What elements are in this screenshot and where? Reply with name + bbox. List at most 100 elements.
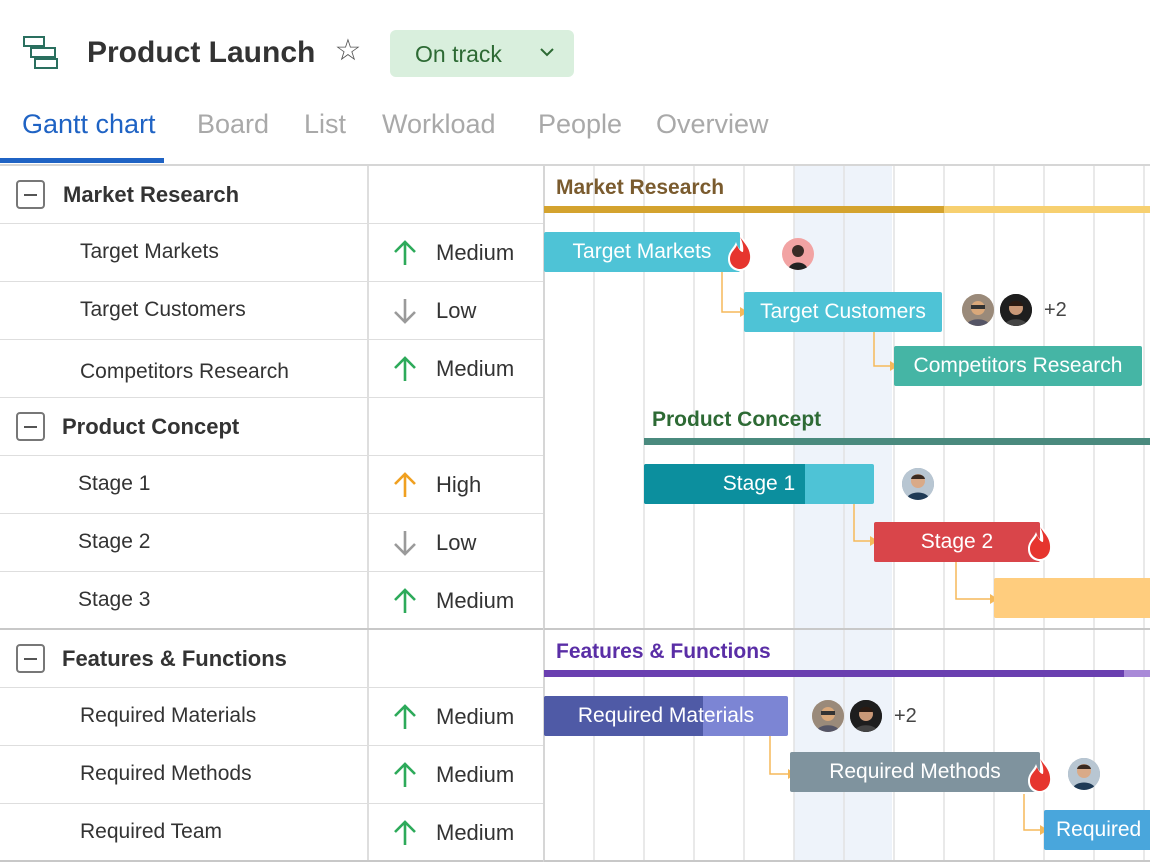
project-title: Product Launch <box>87 36 316 69</box>
column-separator <box>367 688 369 745</box>
grid-divider <box>543 166 545 862</box>
active-tab-indicator <box>0 158 164 163</box>
gantt-app-icon <box>20 34 60 72</box>
collapse-button[interactable] <box>16 644 45 673</box>
bar-label: Competitors Research <box>913 354 1123 377</box>
avatar[interactable] <box>962 294 994 326</box>
avatar[interactable] <box>850 700 882 732</box>
tab-overview[interactable]: Overview <box>656 109 769 139</box>
bar-label: Stage 1 <box>722 472 796 495</box>
favorite-star-icon[interactable]: ☆ <box>334 34 362 67</box>
gantt-bar-required-materials[interactable]: Required Materials <box>544 696 788 736</box>
task-row[interactable]: Required Team Medium <box>0 804 544 862</box>
status-label: On track <box>415 41 502 67</box>
gantt-bar-stage-1[interactable]: Stage 1 <box>644 464 874 504</box>
chevron-down-icon <box>540 48 554 57</box>
task-row[interactable]: Required Methods Medium <box>0 746 544 804</box>
column-separator <box>367 514 369 571</box>
task-name: Stage 3 <box>78 588 151 611</box>
gantt-bar-target-markets[interactable]: Target Markets <box>544 232 740 272</box>
arrow-down-icon <box>394 531 416 556</box>
arrow-up-icon <box>394 762 416 787</box>
arrow-up-icon <box>394 356 416 381</box>
task-name: Required Materials <box>80 704 257 727</box>
priority-label: Medium <box>436 240 515 265</box>
bar-label: Required Methods <box>829 760 1001 783</box>
flame-icon <box>1028 524 1053 561</box>
flame-icon <box>1028 756 1053 793</box>
flame-icon <box>728 234 753 271</box>
extra-assignees-count[interactable]: +2 <box>1044 299 1067 321</box>
gantt-bar-stage-3[interactable] <box>994 578 1150 618</box>
task-name: Stage 1 <box>78 472 151 495</box>
timeline-grid <box>544 166 1150 862</box>
progress-fill <box>544 696 703 736</box>
task-name: Required Team <box>80 820 223 843</box>
avatar[interactable] <box>812 700 844 732</box>
task-row[interactable]: Stage 1 High <box>0 456 544 514</box>
task-row[interactable]: Target Customers Low <box>0 282 544 340</box>
task-name: Required Methods <box>80 762 252 785</box>
gantt-bar-competitors-research[interactable]: Competitors Research <box>894 346 1142 386</box>
column-separator <box>367 630 369 687</box>
arrow-up-icon <box>394 240 416 265</box>
priority-label: Medium <box>436 704 515 729</box>
column-separator <box>367 340 369 397</box>
gantt-group-label: Product Concept <box>652 408 822 431</box>
task-name: Competitors Research <box>80 360 289 383</box>
column-separator <box>367 398 369 455</box>
arrow-up-icon <box>394 820 416 845</box>
group-row-product-concept[interactable]: Product Concept <box>0 398 544 456</box>
priority-label: High <box>436 472 482 497</box>
priority-label: Medium <box>436 762 515 787</box>
gantt-bar-required-methods[interactable]: Required Methods <box>790 752 1040 792</box>
arrow-up-icon <box>394 704 416 729</box>
gantt-bar-target-customers[interactable]: Target Customers <box>744 292 942 332</box>
tab-board[interactable]: Board <box>197 109 270 139</box>
status-dropdown[interactable]: On track <box>390 30 574 77</box>
priority-label: Medium <box>436 820 515 845</box>
task-row[interactable]: Stage 3 Medium <box>0 572 544 630</box>
bar-label: Required Materials <box>577 704 755 727</box>
priority-label: Low <box>436 298 477 323</box>
bar-label: Target Markets <box>572 240 712 263</box>
arrow-up-icon <box>394 472 416 497</box>
group-row-features-functions[interactable]: Features & Functions <box>0 630 544 688</box>
project-header: Product Launch ☆ On track <box>0 0 1150 110</box>
column-separator <box>367 572 369 628</box>
tab-gantt-chart[interactable]: Gantt chart <box>22 109 156 139</box>
avatar[interactable] <box>1068 758 1100 790</box>
priority-label: Medium <box>436 356 515 381</box>
avatar[interactable] <box>1000 294 1032 326</box>
task-row[interactable]: Required Materials Medium <box>0 688 544 746</box>
progress-fill <box>644 464 805 504</box>
bar-label: Target Customers <box>760 300 926 323</box>
task-grid: Market Research Target Markets Medium Ta… <box>0 166 545 862</box>
task-name: Target Markets <box>80 240 219 263</box>
bar-label: Stage 2 <box>920 530 994 553</box>
tab-list[interactable]: List <box>304 109 347 139</box>
group-name: Features & Functions <box>62 646 287 671</box>
task-row[interactable]: Competitors Research Medium <box>0 340 544 398</box>
gantt-group-label: Features & Functions <box>556 640 771 663</box>
column-separator <box>367 224 369 281</box>
gantt-group-label: Market Research <box>556 176 725 199</box>
group-row-market-research[interactable]: Market Research <box>0 166 544 224</box>
column-separator <box>367 166 369 223</box>
gantt-bar-required-team[interactable]: Required <box>1044 810 1150 850</box>
task-row[interactable]: Target Markets Medium <box>0 224 544 282</box>
group-name: Product Concept <box>62 414 240 439</box>
avatar[interactable] <box>902 468 934 500</box>
task-name: Stage 2 <box>78 530 151 553</box>
collapse-button[interactable] <box>16 412 45 441</box>
task-row[interactable]: Stage 2 Low <box>0 514 544 572</box>
gantt-bar-stage-2[interactable]: Stage 2 <box>874 522 1040 562</box>
tab-people[interactable]: People <box>538 109 623 139</box>
collapse-button[interactable] <box>16 180 45 209</box>
avatar[interactable] <box>782 238 814 270</box>
column-separator <box>367 804 369 860</box>
column-separator <box>367 282 369 339</box>
view-tabs: Gantt chart Board List Workload People O… <box>0 104 1150 166</box>
extra-assignees-count[interactable]: +2 <box>894 705 917 727</box>
tab-workload[interactable]: Workload <box>382 109 496 139</box>
